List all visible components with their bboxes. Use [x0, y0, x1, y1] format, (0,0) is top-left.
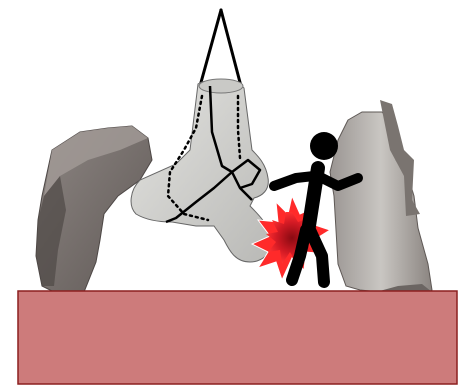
ground-slab — [18, 291, 457, 384]
tetrapod-suspended-by-cables — [131, 79, 272, 262]
suspension-cables — [200, 10, 242, 90]
tetrapod-right-standing — [330, 100, 432, 304]
